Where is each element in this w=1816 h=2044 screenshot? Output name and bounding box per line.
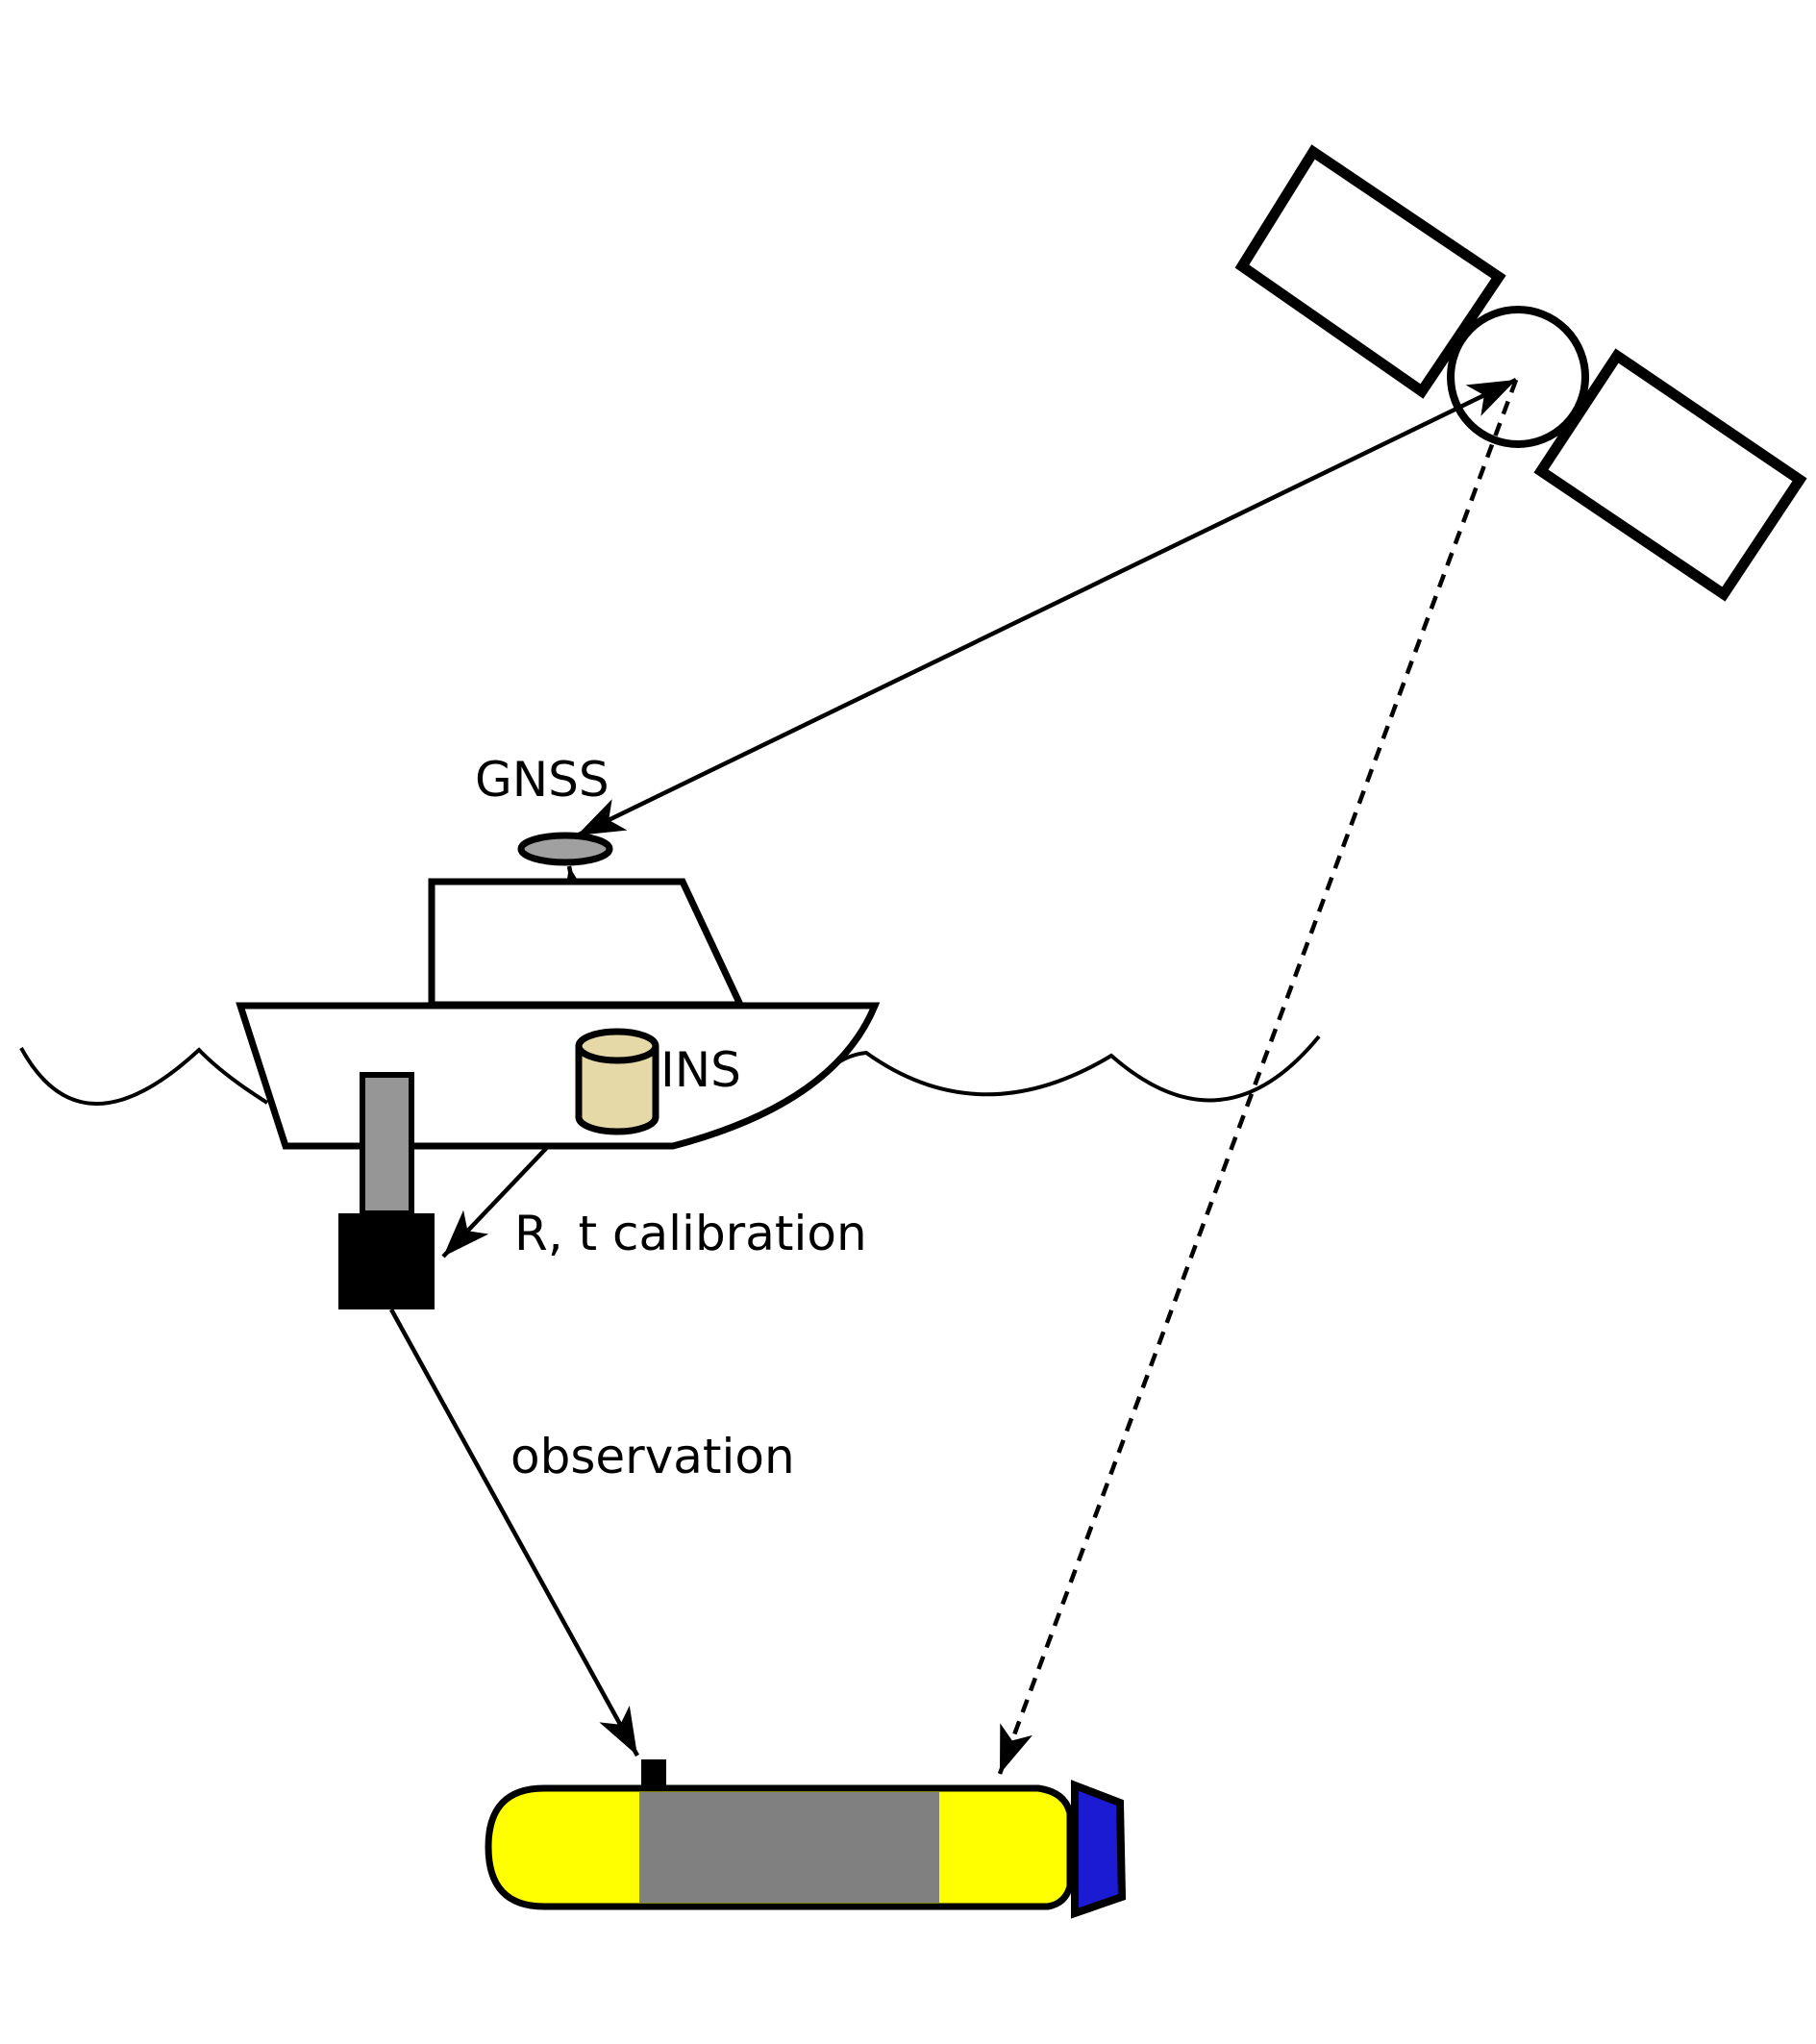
satellite-auv-link-arrow-dashed	[997, 379, 1519, 1775]
auv-sensor-box	[641, 1759, 666, 1788]
wave-right	[818, 1034, 1321, 1103]
calibration-label: R, t calibration	[514, 1206, 867, 1261]
transducer-auv-observation-arrow	[389, 1308, 639, 1757]
satellite-solar-panel-right	[1533, 348, 1807, 602]
transducer-pole	[360, 1072, 414, 1216]
observation-label: observation	[510, 1429, 795, 1484]
ins-cylinder-body	[575, 1046, 659, 1135]
gnss-satellite-link-arrow	[576, 377, 1517, 838]
auv-tail-fin	[1071, 1780, 1127, 1919]
auv-midsection	[639, 1792, 939, 1903]
gnss-antenna	[517, 832, 613, 866]
ins-label: INS	[660, 1042, 741, 1098]
gnss-label: GNSS	[475, 752, 609, 808]
satellite-body	[1447, 306, 1589, 448]
ship-hull	[236, 1002, 881, 1150]
ins-cylinder-top	[575, 1028, 659, 1064]
wave-left	[19, 1047, 269, 1106]
transducer-head	[338, 1213, 435, 1309]
ship-cabin	[428, 878, 746, 1009]
